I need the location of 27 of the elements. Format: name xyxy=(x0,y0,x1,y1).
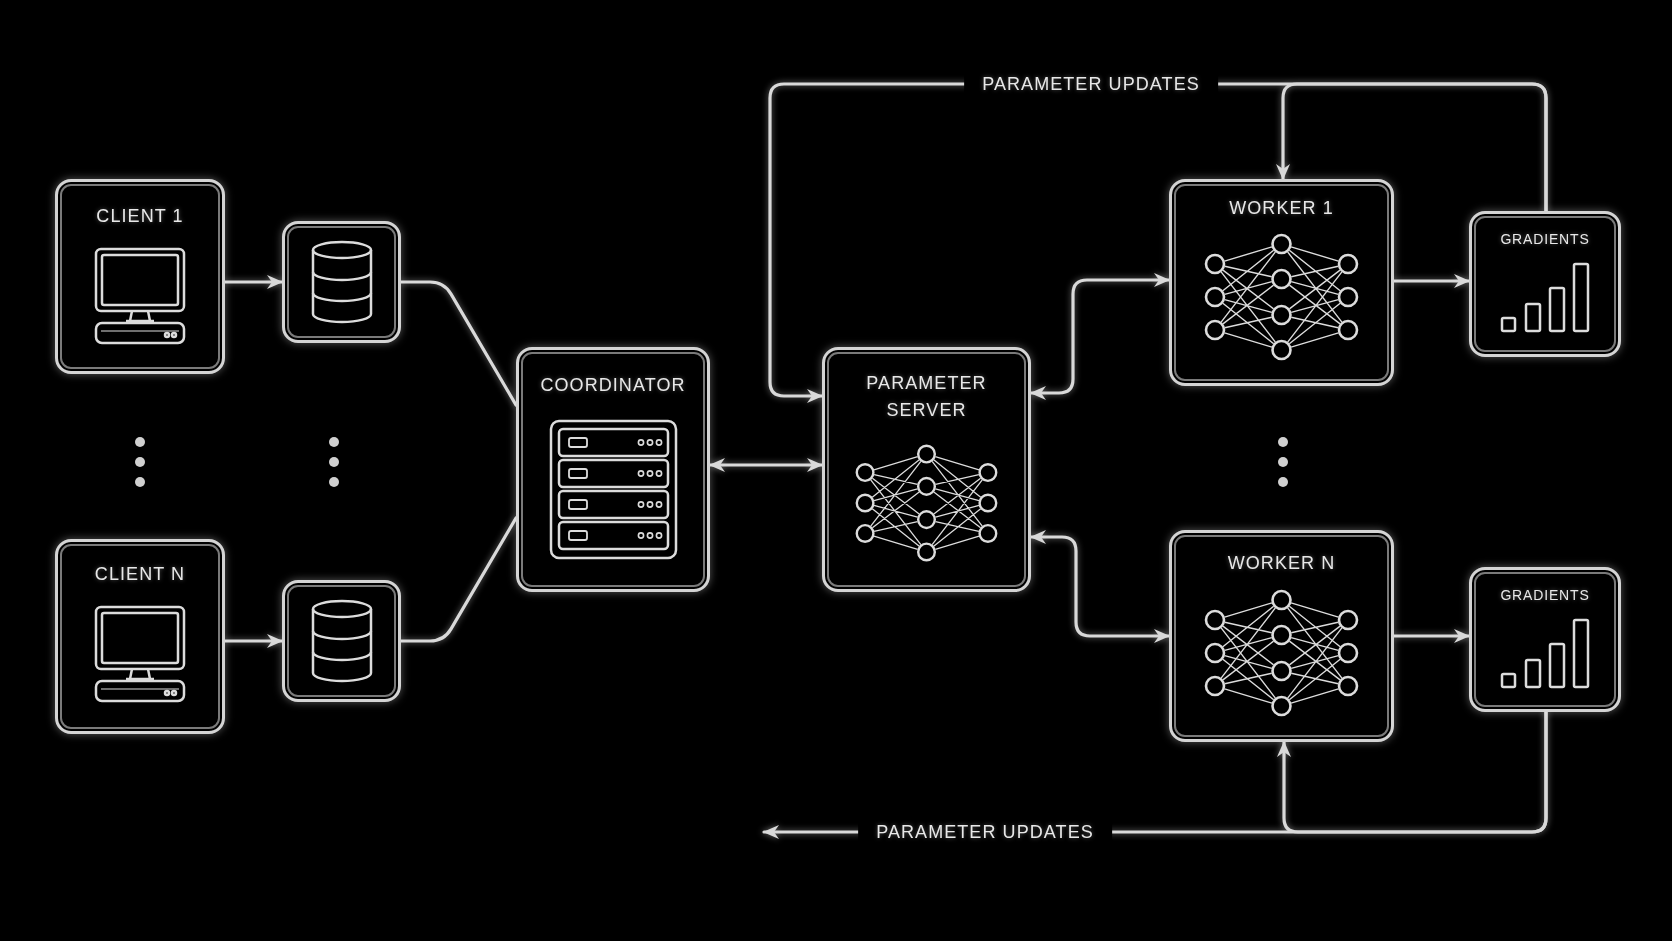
worker-card xyxy=(1169,179,1394,386)
node-title: GRADIENTS xyxy=(1500,586,1590,604)
arrow xyxy=(1392,629,1471,643)
double-arrow xyxy=(1029,530,1171,643)
node-title: COORDINATOR xyxy=(540,374,686,396)
connector-line xyxy=(399,516,518,643)
node-title: WORKER N xyxy=(1227,552,1336,574)
node-title: CLIENT 1 xyxy=(96,205,184,227)
double-arrow xyxy=(1029,273,1171,400)
arrow xyxy=(223,275,284,289)
client-card xyxy=(55,179,225,374)
storage-card xyxy=(282,221,401,343)
parameter-server-card xyxy=(822,347,1031,592)
arrow xyxy=(223,634,284,648)
worker-card xyxy=(1169,530,1394,742)
node-title: WORKER 1 xyxy=(1229,197,1334,219)
arrow xyxy=(1392,274,1471,288)
connector-line xyxy=(399,280,518,407)
node-title: PARAMETER SERVER xyxy=(865,372,988,422)
node-title: CLIENT N xyxy=(94,563,186,585)
storage-card xyxy=(282,580,401,702)
gradients-card xyxy=(1469,567,1621,712)
double-arrow xyxy=(708,458,824,472)
gradients-card xyxy=(1469,211,1621,357)
client-card xyxy=(55,539,225,734)
node-title: GRADIENTS xyxy=(1500,230,1590,248)
coordinator-card xyxy=(516,347,710,592)
